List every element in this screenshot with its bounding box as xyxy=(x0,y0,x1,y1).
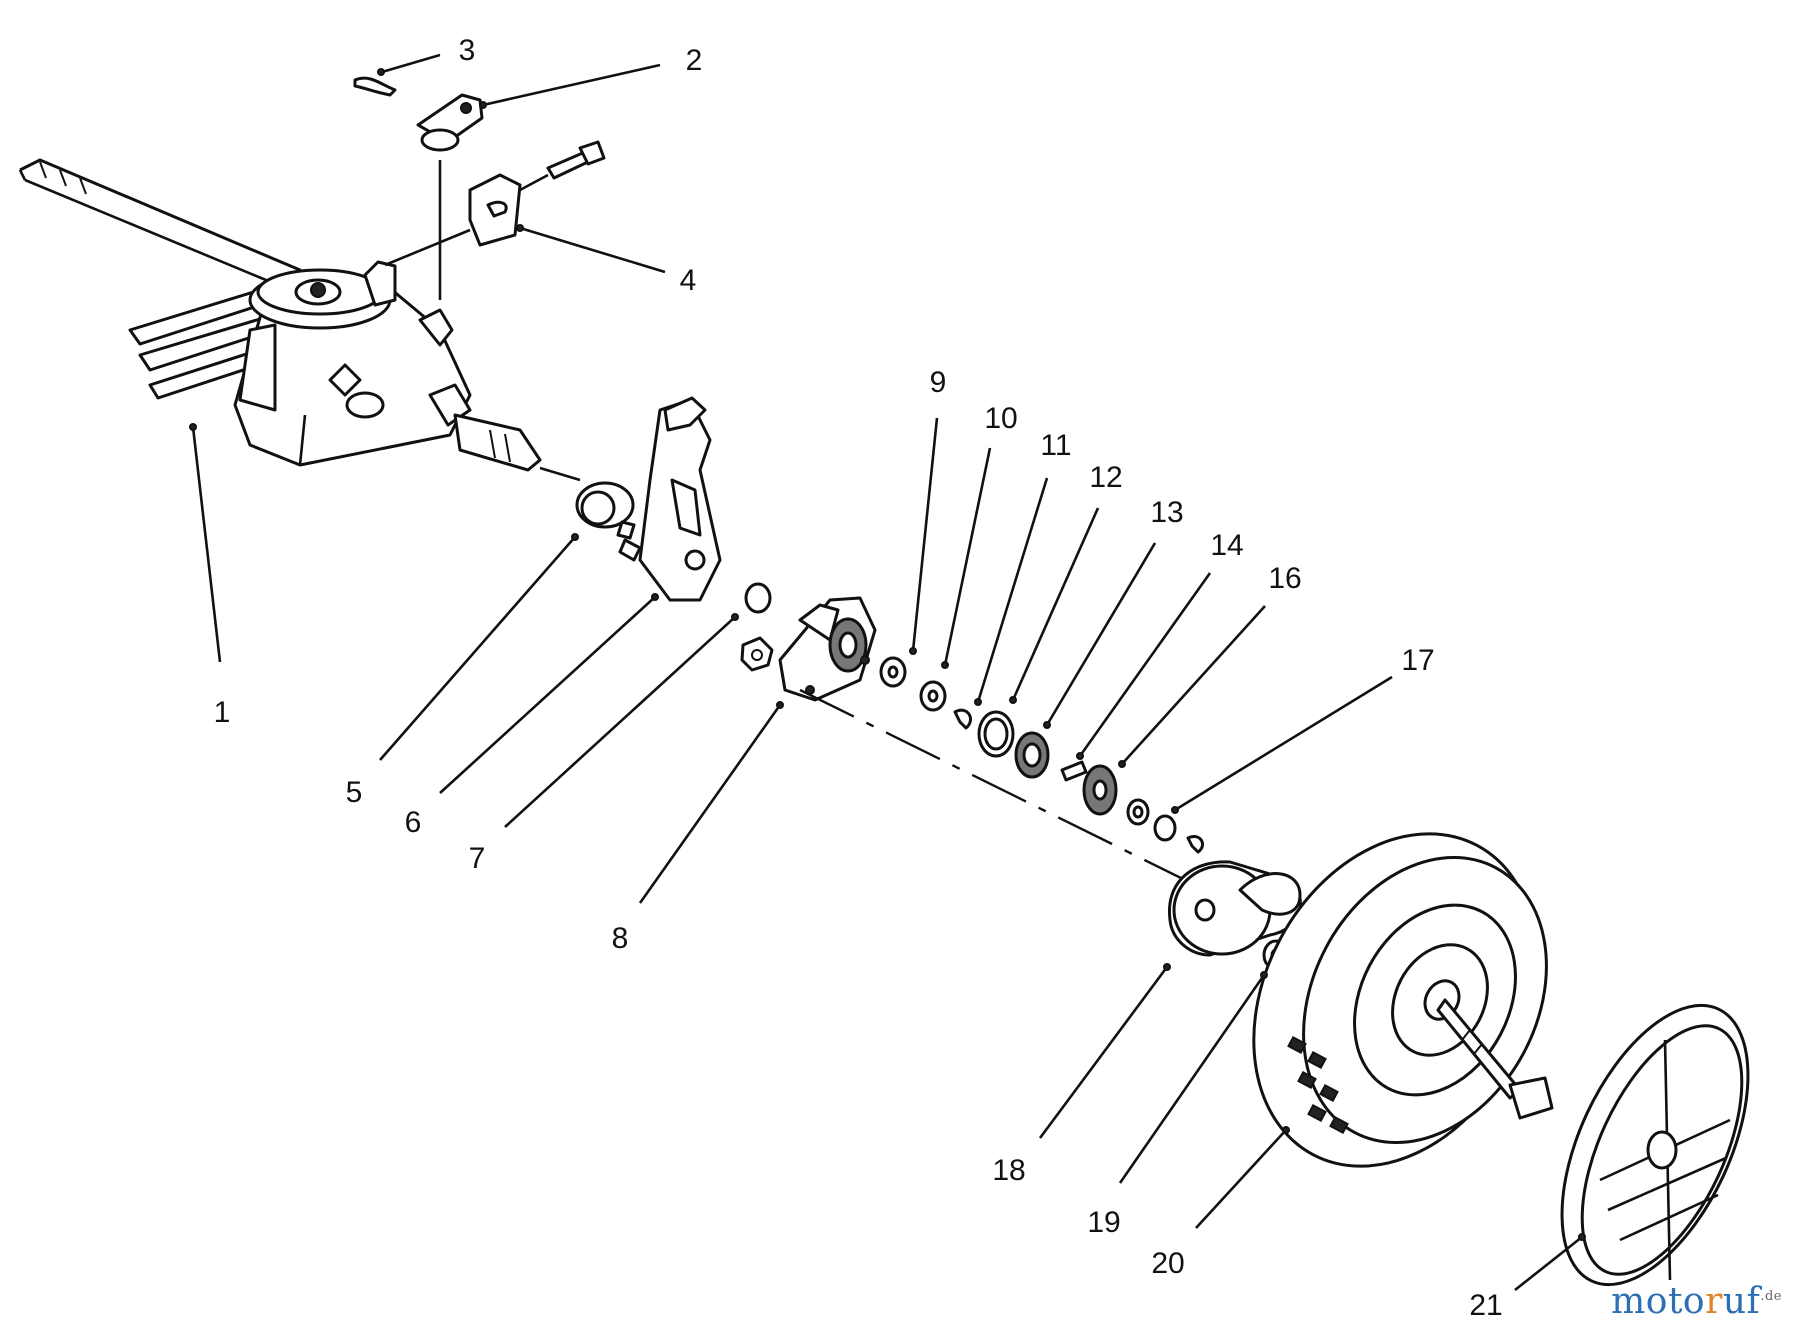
watermark-logo: motoruf.de xyxy=(1611,1281,1782,1322)
callout-9: 9 xyxy=(930,366,947,399)
callout-1: 1 xyxy=(214,696,231,729)
part-18-wheel-cup xyxy=(1167,860,1302,957)
part-3-cotter-pin xyxy=(353,76,397,97)
part-20-wheel xyxy=(1252,832,1548,1168)
callout-7: 7 xyxy=(469,842,486,875)
callout-21: 21 xyxy=(1469,1289,1502,1322)
callout-8: 8 xyxy=(612,922,629,955)
part-6-plate xyxy=(638,396,722,602)
tread-pattern xyxy=(1287,1035,1349,1135)
output-shaft xyxy=(453,413,581,482)
callout-13: 13 xyxy=(1150,496,1183,529)
callout-20: 20 xyxy=(1151,1247,1184,1280)
axle-bolt xyxy=(1436,998,1554,1120)
callout-16: 16 xyxy=(1268,562,1301,595)
callout-3: 3 xyxy=(459,34,476,67)
nut xyxy=(740,636,774,672)
part-7-o-ring xyxy=(744,582,772,614)
part-4-bracket xyxy=(384,140,606,267)
gearbox-housing xyxy=(233,260,472,467)
assembly-axis xyxy=(799,688,1186,882)
callout-18: 18 xyxy=(992,1154,1025,1187)
callout-11: 11 xyxy=(1040,429,1071,462)
callout-14: 14 xyxy=(1210,529,1243,562)
part-21-hub-cap xyxy=(1560,1003,1750,1287)
part-2-rod-end xyxy=(416,93,484,300)
callout-6: 6 xyxy=(405,806,422,839)
callout-12: 12 xyxy=(1089,461,1122,494)
callout-labels: 3 2 4 1 5 6 7 8 9 10 11 12 13 14 16 17 1… xyxy=(214,34,1503,1322)
leader-lines xyxy=(191,53,1583,1292)
small-parts-stack xyxy=(879,656,1204,854)
part-8-bearing-housing xyxy=(778,596,877,702)
part-5-bushing xyxy=(575,481,642,562)
leader-dots xyxy=(189,68,1586,1241)
callout-4: 4 xyxy=(680,264,697,297)
callout-19: 19 xyxy=(1087,1206,1120,1239)
callout-2: 2 xyxy=(686,44,703,77)
callout-5: 5 xyxy=(346,776,363,809)
callout-17: 17 xyxy=(1401,644,1434,677)
callout-10: 10 xyxy=(984,402,1017,435)
